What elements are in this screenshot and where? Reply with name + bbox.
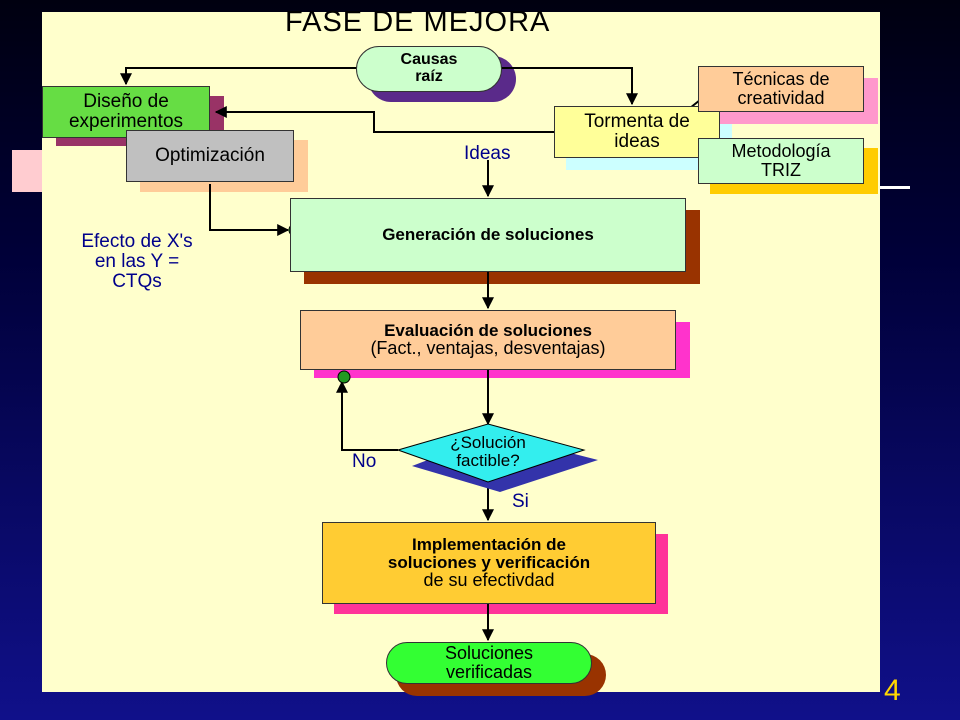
causas-to-tormenta-arrow <box>500 67 638 106</box>
page-number: 4 <box>884 674 901 707</box>
metodologia-triz-node: Metodología TRIZ <box>698 138 864 184</box>
diagram-title: FASE DE MEJORA <box>285 6 551 38</box>
generacion-soluciones-node: Generación de soluciones <box>290 198 686 272</box>
decorative-block <box>12 150 42 192</box>
efecto-label: Efecto de X's en las Y = CTQs <box>81 231 193 292</box>
decorative-bar <box>880 186 910 189</box>
no-label: No <box>352 451 377 472</box>
tormenta-ideas-node: Tormenta de ideas <box>554 106 720 158</box>
evaluacion-soluciones-node: Evaluación de soluciones (Fact., ventaja… <box>300 310 676 370</box>
causas-to-diseno-arrow <box>120 67 358 86</box>
optimizacion-to-generacion-arrow <box>209 184 290 236</box>
implementacion-title: Implementación de soluciones y verificac… <box>387 534 591 572</box>
implementacion-node: Implementación de soluciones y verificac… <box>322 522 656 604</box>
evaluacion-title: Evaluación de soluciones <box>384 320 592 340</box>
connector-dot-evaluacion <box>337 370 351 384</box>
evaluacion-subtitle: (Fact., ventajas, desventajas) <box>370 338 606 359</box>
decision-label: ¿Solución factible? <box>450 433 526 470</box>
si-label: Si <box>512 491 529 512</box>
ideas-label: Ideas <box>464 143 511 164</box>
soluciones-verificadas-node: Soluciones verificadas <box>386 642 592 684</box>
tormenta-to-diseno-arrow <box>214 106 554 133</box>
no-loop-arrow <box>336 380 398 451</box>
optimizacion-node: Optimización <box>126 130 294 182</box>
causas-raiz-node: Causas raíz <box>356 46 502 92</box>
tecnicas-creatividad-node: Técnicas de creatividad <box>698 66 864 112</box>
implementacion-subtitle: de su efectivdad <box>423 570 555 591</box>
